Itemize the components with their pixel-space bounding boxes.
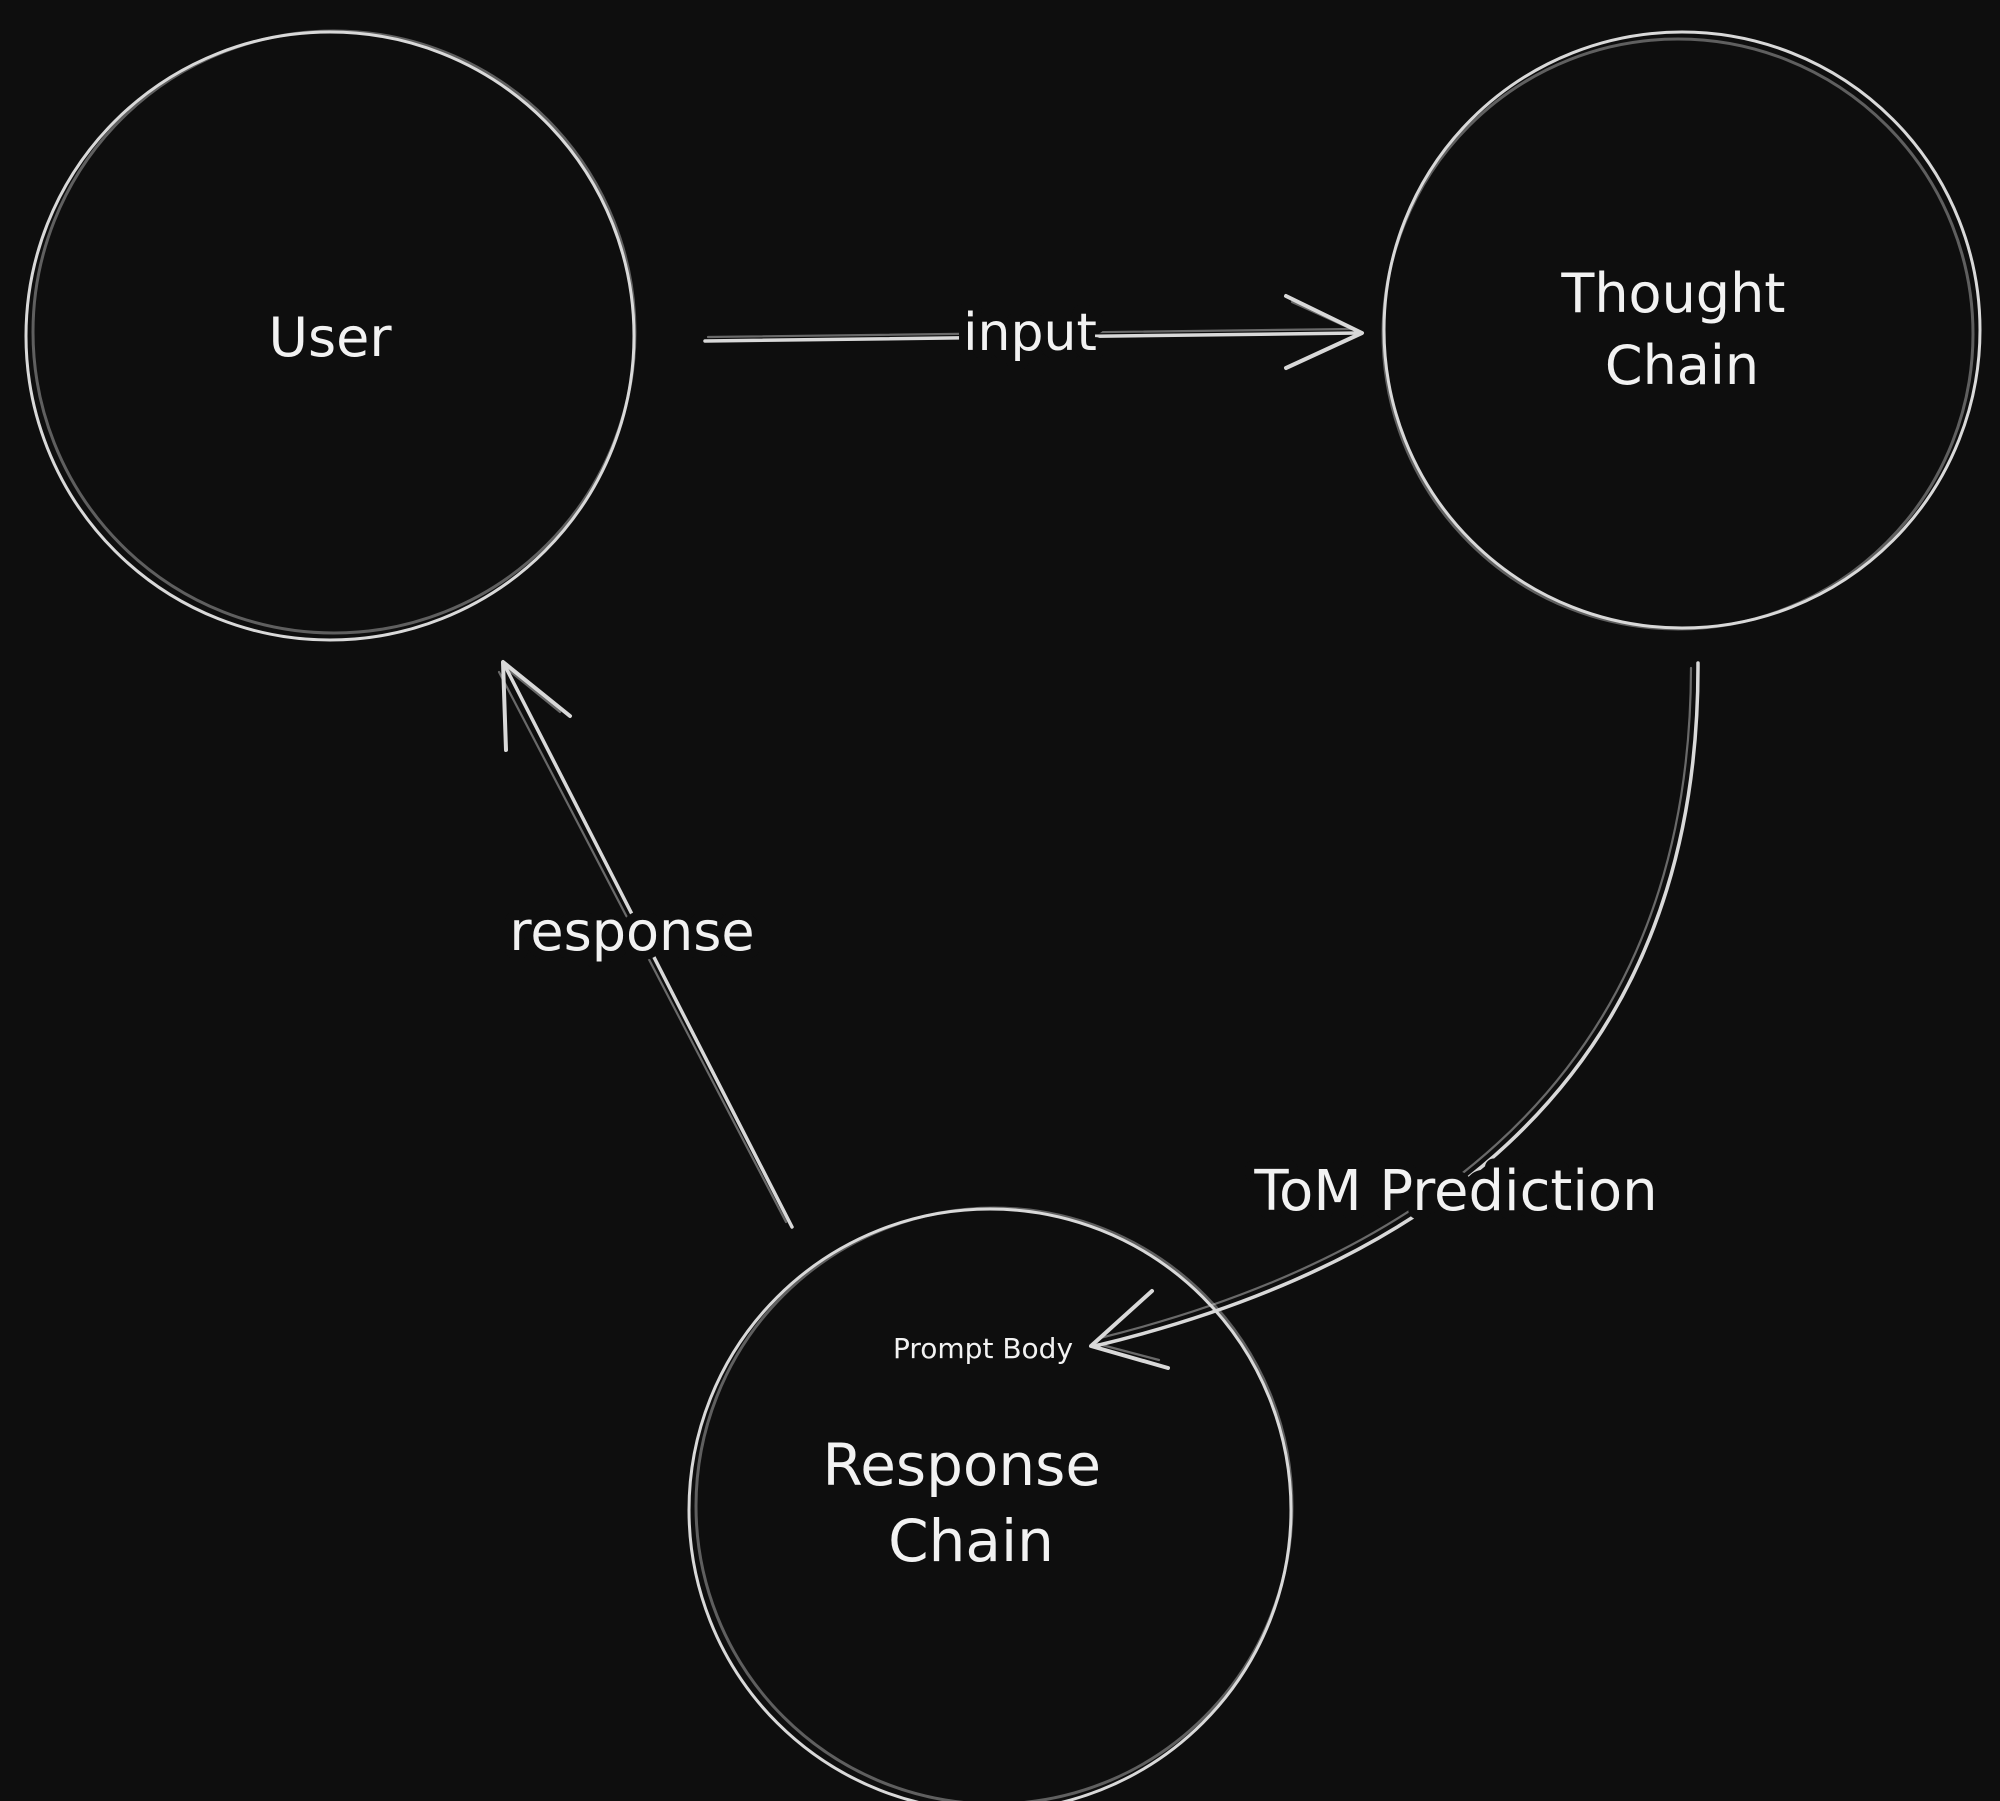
user-node: User [24, 29, 637, 642]
response-chain-circle-sketch [694, 1206, 1294, 1801]
prompt-body-label: Prompt Body [893, 1332, 1073, 1365]
input-edge-label: input [963, 303, 1097, 363]
response-chain-circle [687, 1207, 1293, 1801]
tom-prediction-edge-label: ToM Prediction [1253, 1159, 1657, 1224]
thought-chain-circle [1382, 30, 1982, 630]
thought-chain-label: Thought Chain [1560, 262, 1802, 397]
input-arrowhead-icon [1284, 294, 1364, 370]
user-label: User [268, 306, 392, 369]
response-chain-label: Response Chain [823, 1431, 1120, 1575]
response-arrow: response [497, 660, 794, 1229]
tom-prediction-arrow: ToM Prediction [1089, 661, 1700, 1370]
thought-chain-circle-sketch [1381, 37, 1975, 631]
user-circle [24, 30, 636, 642]
response-edge-label: response [509, 900, 754, 963]
tom-arrowhead-sketch [1096, 1342, 1161, 1362]
input-arrow: input [703, 294, 1364, 372]
input-arrow-line [703, 331, 1360, 343]
tom-arrowhead-icon [1089, 1289, 1170, 1370]
response-chain-node: Response Chain Prompt Body [687, 1206, 1294, 1801]
response-arrowhead-icon [501, 660, 572, 752]
response-arrowhead-sketch [504, 666, 562, 714]
input-arrow-line-sketch [706, 327, 1354, 339]
user-circle-sketch [31, 29, 637, 635]
input-arrowhead-sketch [1290, 300, 1358, 333]
tom-arrow-curve [1093, 661, 1700, 1348]
thought-chain-node: Thought Chain [1381, 30, 1982, 631]
response-arrow-line [502, 662, 794, 1229]
response-arrow-line-sketch [497, 670, 788, 1224]
tom-arrow-curve-sketch [1098, 666, 1693, 1340]
